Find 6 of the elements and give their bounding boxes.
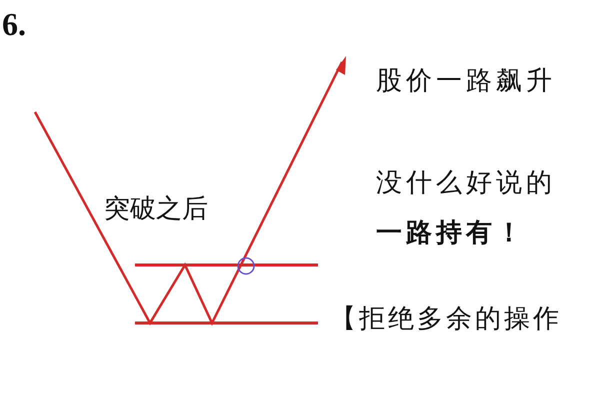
- breakout-label: 突破之后: [104, 196, 208, 222]
- annotation-text: 没什么好说的: [376, 170, 556, 196]
- annotation-text: 股价一路飙升: [376, 68, 556, 94]
- annotation-text: 【拒绝多余的操作: [330, 306, 562, 332]
- annotation-text: 一路持有！: [376, 220, 526, 246]
- figure-number: 6.: [2, 8, 26, 40]
